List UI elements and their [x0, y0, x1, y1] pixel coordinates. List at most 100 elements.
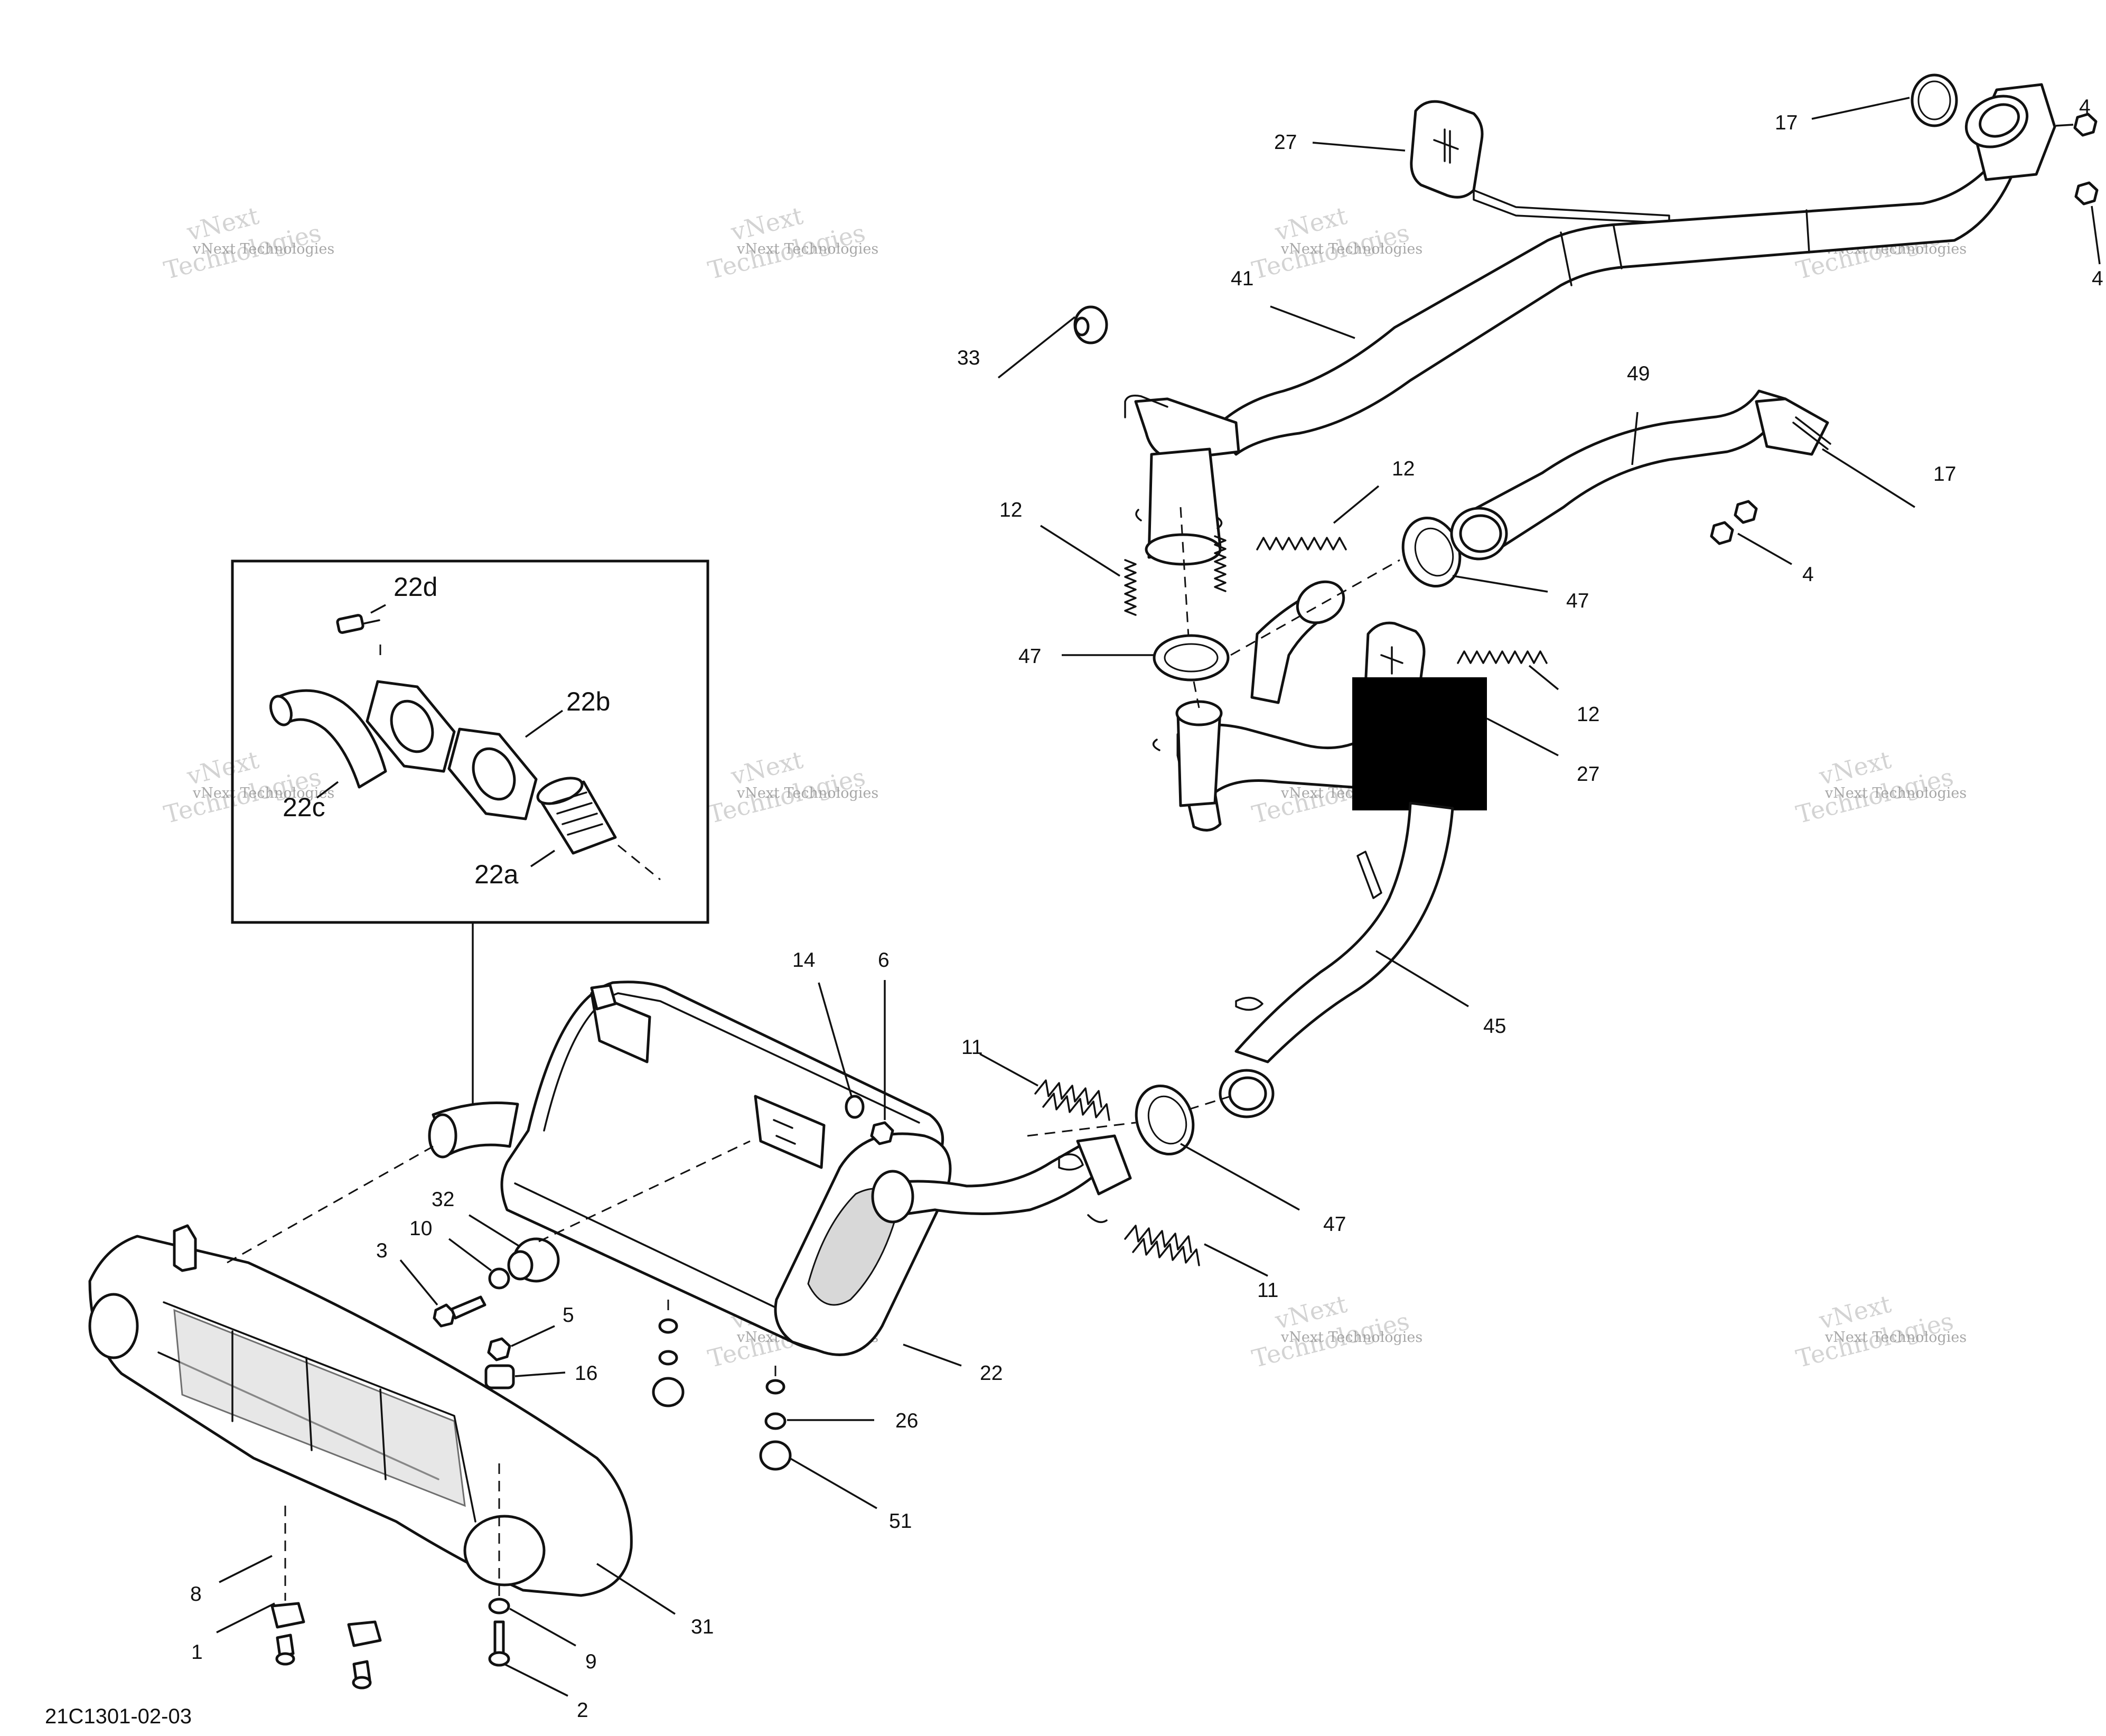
watermark-text: vNext Technologies: [1280, 241, 1422, 257]
callout: 26: [895, 1410, 918, 1432]
seal-17-right: [1792, 416, 1831, 450]
callout: 1: [191, 1641, 203, 1664]
callout: 17: [1775, 111, 1798, 134]
nut-4-c: [1710, 521, 1734, 545]
muffler-22: [428, 981, 1132, 1356]
watermark-text: vNext Technologies: [1280, 1329, 1422, 1346]
pipe-49-flange: [1755, 397, 1829, 456]
callout: 49: [1627, 362, 1650, 385]
inset-callout: 22a: [474, 860, 519, 889]
springs-11: [1034, 1079, 1200, 1266]
watermark-text: vNext Technologies: [1824, 1329, 1967, 1346]
screw-1-a: [276, 1634, 295, 1658]
callout: 6: [878, 949, 890, 972]
callout: 12: [1577, 703, 1599, 726]
nut-4-b: [2074, 181, 2099, 206]
hanger-rod: [1473, 189, 1670, 224]
washer-14: [845, 1095, 865, 1119]
pipe-49: [1462, 389, 1787, 556]
spring-11-top: [1034, 1079, 1102, 1108]
callout: 22: [980, 1362, 1003, 1385]
detail-inset: 22d 22b 22c 22a: [231, 559, 709, 1136]
callout: 31: [691, 1616, 714, 1638]
inset-callout: 22d: [394, 572, 437, 602]
washer-26: [764, 1412, 787, 1430]
bolt-3: [433, 1295, 486, 1328]
muffler-bracket-1: [590, 992, 651, 1063]
inset-callout: 22b: [566, 687, 610, 716]
spring-12-left: [1124, 559, 1137, 616]
callout: 45: [1483, 1015, 1506, 1038]
callout: 14: [792, 949, 815, 972]
watermark-text: vNext Technologies: [1824, 785, 1967, 801]
callout: 2: [577, 1699, 588, 1722]
heat-shield-31: [88, 1224, 633, 1690]
sleeve-10: [488, 1267, 510, 1290]
spacer-16: [484, 1364, 515, 1389]
watermark-text: vNext Technologies: [192, 785, 334, 801]
bolt-2: [493, 1620, 505, 1655]
watermark-text: vNext Technologies: [192, 241, 334, 257]
callout: 12: [999, 499, 1022, 521]
watermark: vNext Technologies: [1793, 745, 1956, 829]
clip-8-b: [347, 1620, 382, 1647]
grommet-stack-left: [652, 1318, 685, 1407]
inset-frame: [231, 559, 709, 924]
grommet-stack-right: [759, 1379, 792, 1471]
callout: 51: [889, 1510, 912, 1533]
front-pipe-assembly: [1073, 73, 2099, 1156]
callout: 27: [1577, 763, 1599, 786]
callout: 12: [1392, 458, 1415, 480]
redaction-block: [1352, 677, 1487, 810]
callout: 10: [409, 1217, 432, 1240]
callout: 32: [432, 1188, 454, 1211]
callout: 47: [1323, 1213, 1346, 1236]
inset-bent-pipe: [276, 689, 387, 789]
nut-4-d: [1734, 500, 1758, 524]
muffler-bracket-2: [754, 1095, 826, 1169]
callout: 41: [1231, 267, 1253, 290]
callout: 33: [957, 347, 980, 369]
nut-4-a: [2073, 113, 2098, 137]
callout: 3: [376, 1239, 388, 1262]
watermark: vNext Technologies: [705, 201, 868, 285]
assembly-axes: [1027, 507, 1400, 1137]
bolt-22d: [336, 614, 380, 634]
heat-shield-right-hole: [463, 1515, 546, 1586]
watermark-text: vNext Technologies: [736, 241, 878, 257]
assembly-axes-lower: [227, 1140, 776, 1601]
grommet-51: [759, 1440, 792, 1471]
washer-9: [488, 1598, 510, 1614]
callout: 11: [961, 1036, 983, 1059]
callout: 8: [190, 1583, 202, 1606]
callout: 47: [1018, 645, 1041, 668]
callout: 5: [563, 1304, 574, 1327]
nut-6: [870, 1121, 894, 1145]
callout: 27: [1274, 131, 1297, 154]
watermark: vNext Technologies: [1249, 201, 1412, 285]
spring-12-right: [1214, 535, 1227, 592]
pipe-45: [1234, 801, 1454, 1063]
callout: 9: [585, 1650, 597, 1673]
watermark: vNext Technologies: [705, 745, 868, 829]
watermark-text: vNext Technologies: [736, 785, 878, 801]
clip-8-a: [270, 1602, 305, 1629]
callout: 4: [1802, 563, 1814, 586]
callout-labels: 27 17 4 4 41 33 49 12 12 17 4 47 47 12 2…: [190, 96, 2103, 1722]
callout: 4: [2079, 96, 2091, 118]
callout: 17: [1933, 463, 1956, 486]
watermark: vNext Technologies: [161, 201, 324, 285]
watermark: vNext Technologies: [1793, 1290, 1956, 1374]
callout: 47: [1566, 590, 1589, 612]
spring-12-lower: [1457, 650, 1548, 664]
callout: 11: [1257, 1279, 1279, 1302]
callout: 16: [575, 1362, 597, 1385]
callout: 4: [2092, 267, 2103, 290]
heat-shield-left-hole: [88, 1293, 139, 1359]
nut-5: [487, 1337, 511, 1361]
rubber-hanger-27: [1410, 100, 1484, 199]
spring-12-mid: [1256, 537, 1347, 550]
spring-11-bottom: [1124, 1225, 1192, 1253]
drawing-number: 21C1301-02-03: [45, 1705, 192, 1728]
